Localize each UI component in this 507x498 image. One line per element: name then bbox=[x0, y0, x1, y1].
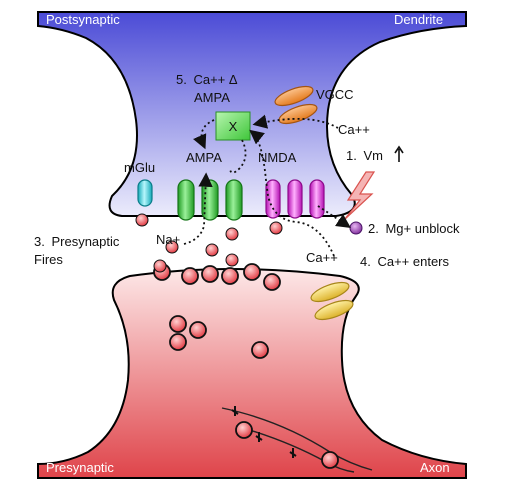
step-3-sub-label: Fires bbox=[34, 252, 63, 267]
lightning-icon bbox=[343, 171, 376, 221]
vesicle bbox=[263, 273, 281, 291]
axon-tick-marks bbox=[231, 406, 297, 458]
step-3-label: 3. Presynaptic bbox=[34, 234, 120, 249]
ca-nmda-label: Ca++ bbox=[306, 250, 338, 265]
ampa-label: AMPA bbox=[186, 150, 222, 165]
step-2-label: 2. Mg+ unblock bbox=[368, 221, 460, 236]
arrow-ca-nmda bbox=[249, 129, 335, 257]
mglu-receptor[interactable] bbox=[137, 179, 153, 207]
presynaptic-channel[interactable] bbox=[309, 279, 355, 324]
presynaptic-terminal bbox=[37, 268, 467, 479]
step-4-label: 4. Ca++ enters bbox=[360, 254, 450, 269]
corner-label-dendrite: Dendrite bbox=[394, 12, 443, 27]
arrow-ampa-cycle-left bbox=[193, 119, 215, 150]
presynaptic-vesicles bbox=[153, 263, 339, 469]
ca-vgcc-label: Ca++ bbox=[338, 122, 370, 137]
nmda-label: NMDA bbox=[258, 150, 297, 165]
vesicle bbox=[189, 321, 207, 339]
vm-up-arrow-icon bbox=[394, 145, 404, 162]
vesicle bbox=[169, 315, 187, 333]
arrow-mg-unblock bbox=[317, 205, 351, 228]
mglu-label: mGlu bbox=[124, 160, 155, 175]
vesicle bbox=[243, 263, 261, 281]
na-ion-label: Na+ bbox=[156, 232, 180, 247]
flow-arrows bbox=[183, 114, 351, 257]
released-neurotransmitter bbox=[135, 213, 283, 273]
vgcc-label: VGCC bbox=[316, 87, 354, 102]
vesicle bbox=[169, 333, 187, 351]
corner-label-presynaptic: Presynaptic bbox=[46, 460, 114, 475]
blocked-ampa-box bbox=[215, 111, 251, 141]
mg-ion bbox=[349, 221, 363, 235]
corner-label-axon: Axon bbox=[420, 460, 450, 475]
vesicle bbox=[235, 421, 253, 439]
ampa-receptors[interactable] bbox=[177, 179, 243, 221]
nmda-receptors[interactable] bbox=[265, 179, 325, 219]
vesicle bbox=[201, 265, 219, 283]
step-1-label: 1. Vm bbox=[346, 148, 383, 163]
blocked-ampa-x: X bbox=[229, 119, 238, 134]
vesicle bbox=[251, 341, 269, 359]
vesicle bbox=[181, 267, 199, 285]
step-5-label: 5. Ca++ Δ bbox=[176, 72, 238, 87]
postsynaptic-terminal bbox=[37, 11, 467, 217]
arrow-na-in bbox=[183, 172, 213, 245]
vesicle bbox=[221, 267, 239, 285]
step-5-sub-label: AMPA bbox=[194, 90, 230, 105]
arrow-vgcc-ca bbox=[252, 114, 339, 129]
corner-label-postsynaptic: Postsynaptic bbox=[46, 12, 120, 27]
vesicle bbox=[321, 451, 339, 469]
